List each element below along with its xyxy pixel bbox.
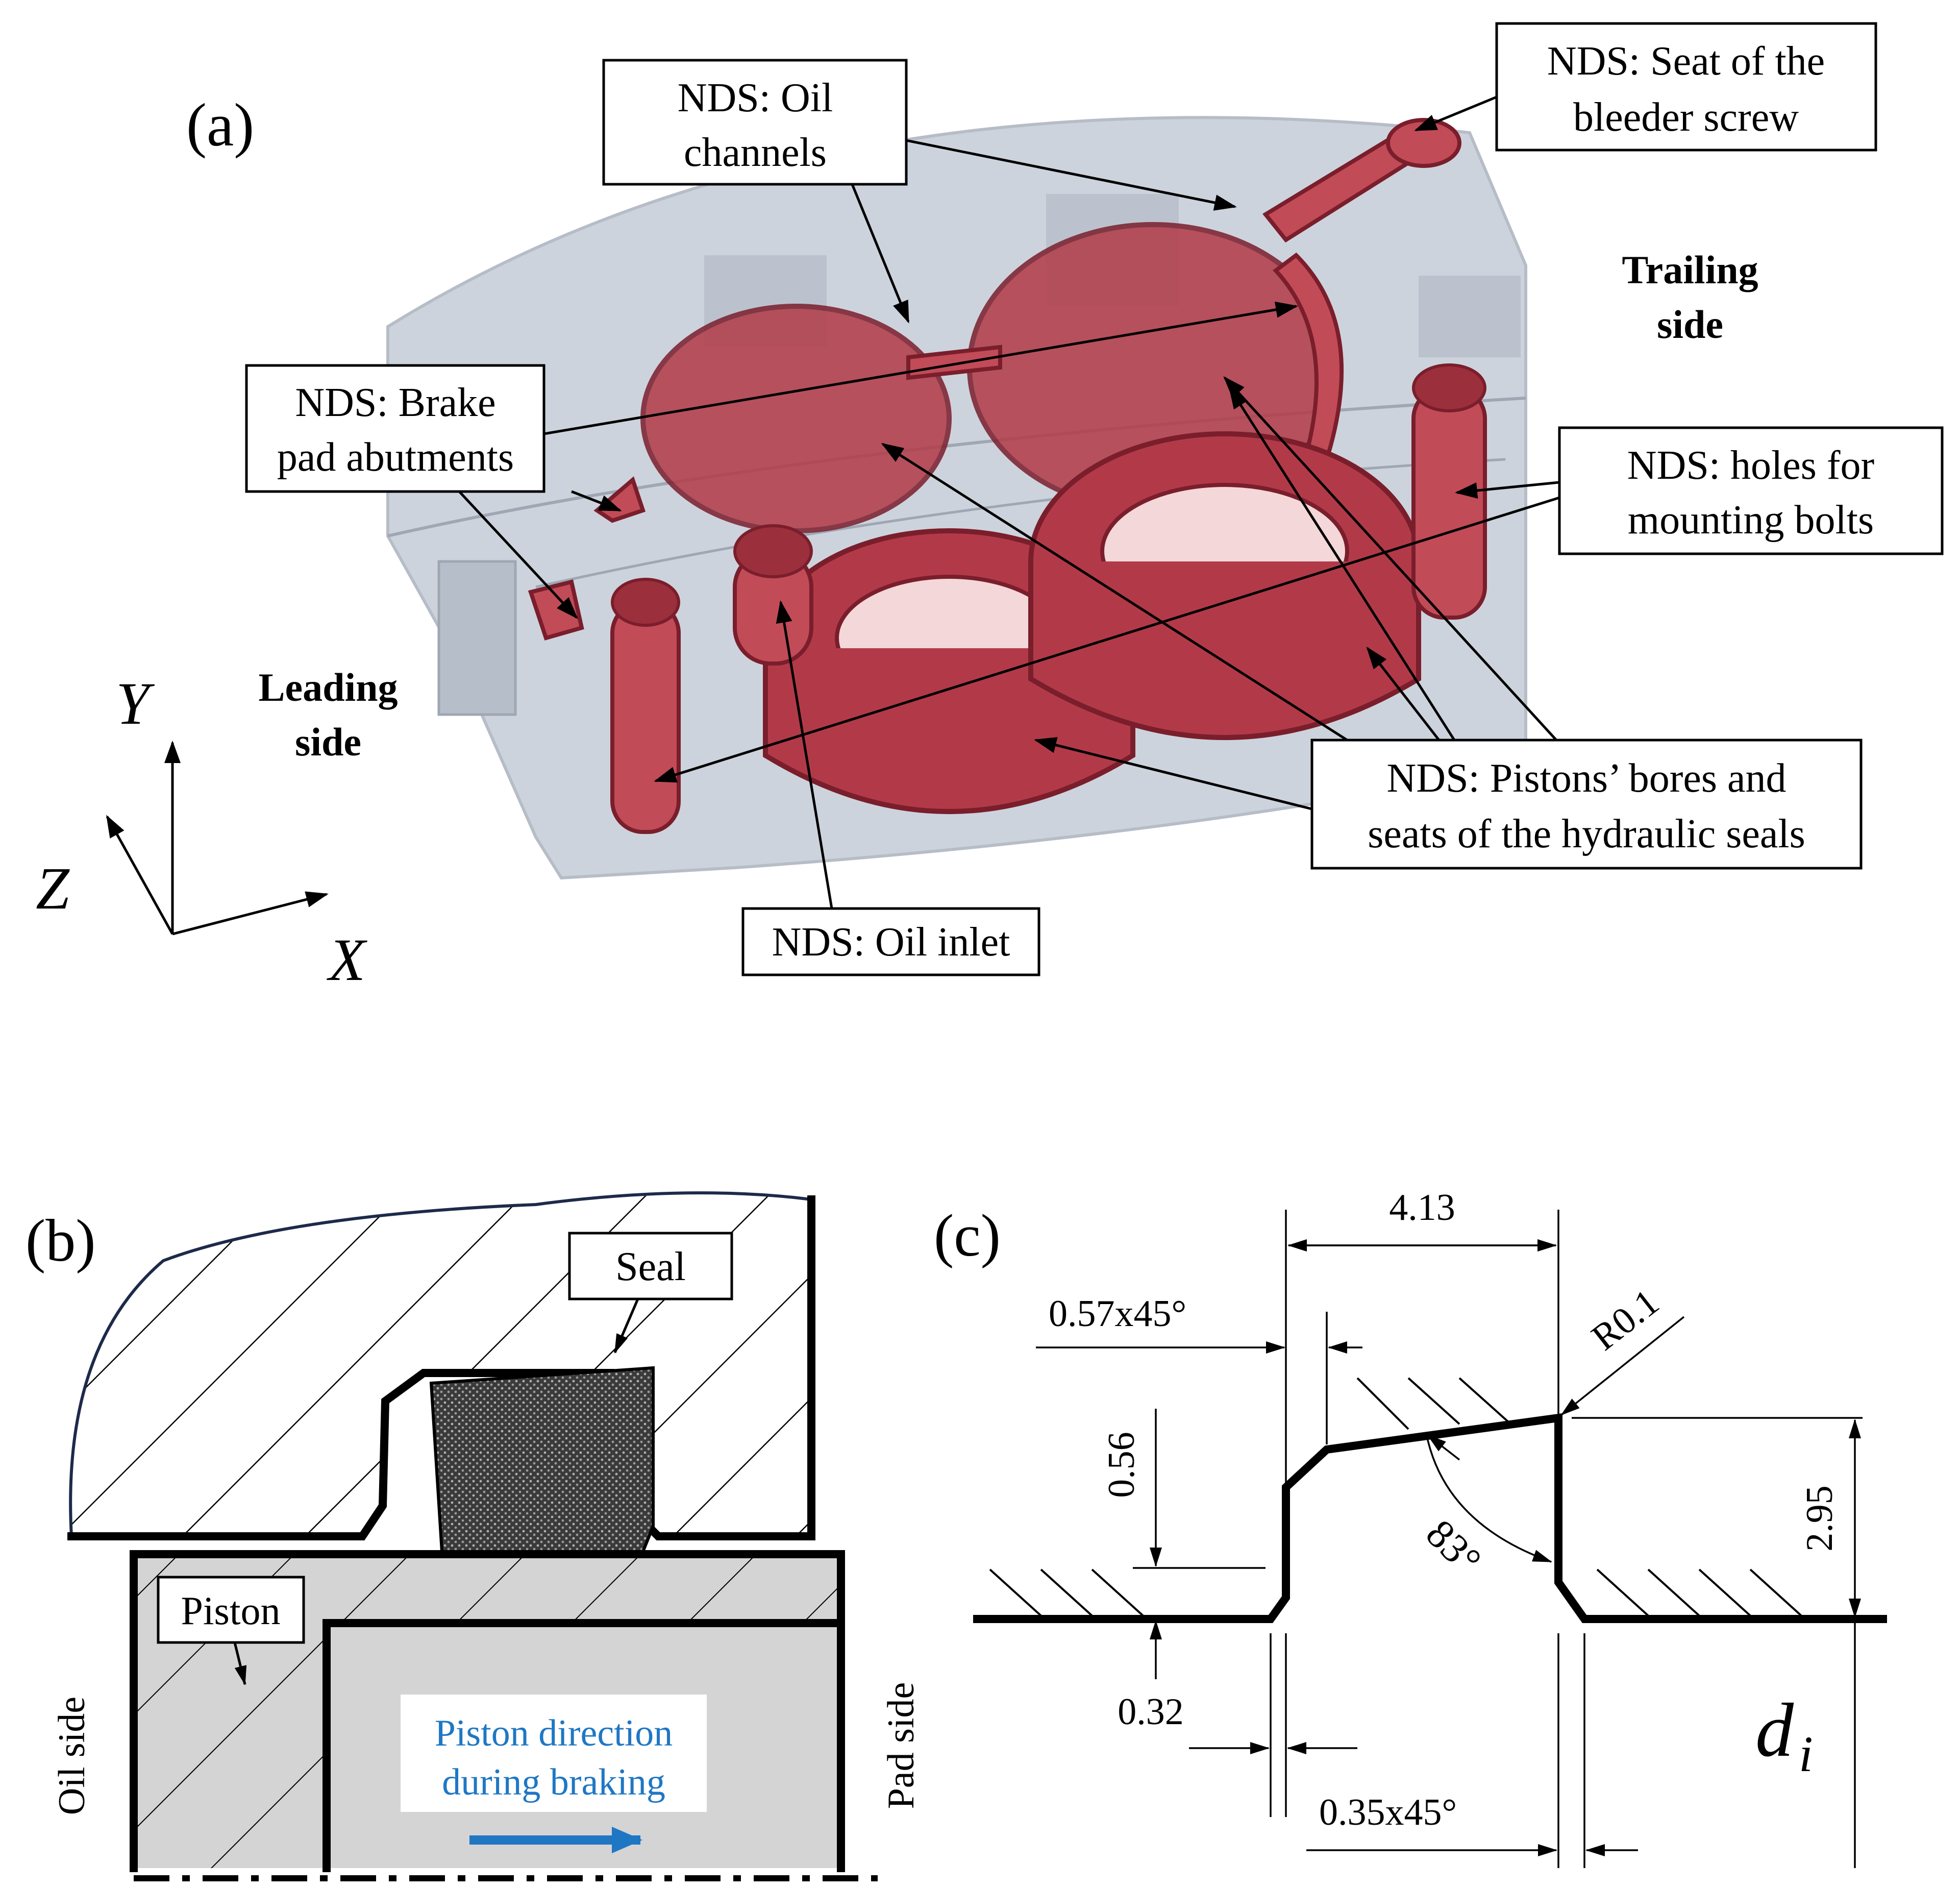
dim-width: 4.13 (1287, 1187, 1557, 1252)
dim-chamfer-top: 0.57x45° (1036, 1293, 1362, 1354)
dim-diameter: d i (1755, 1688, 1813, 1782)
dim-radius-text: R0.1 (1584, 1281, 1667, 1359)
seal (429, 1366, 655, 1553)
dim-radius: R0.1 (1560, 1281, 1685, 1416)
callout-bolts-line1: NDS: holes for (1627, 443, 1874, 488)
nds-features (528, 118, 1487, 834)
seal-label-text: Seal (615, 1244, 686, 1289)
label-leading: Leading side (258, 665, 398, 764)
pad-side-label: Pad side (880, 1682, 922, 1809)
dim-chamfer-top-text: 0.57x45° (1049, 1293, 1186, 1335)
callout-bores-line1: NDS: Pistons’ bores and (1387, 756, 1787, 801)
callout-inlet-text: NDS: Oil inlet (772, 920, 1010, 965)
dim-angle: 83° (1418, 1433, 1552, 1583)
direction-label: Piston direction during braking (401, 1695, 707, 1853)
direction-label-line1: Piston direction (435, 1712, 673, 1754)
dim-diameter-symbol: d (1755, 1688, 1794, 1773)
oil-side-label: Oil side (51, 1697, 93, 1815)
dim-height-left-text: 0.56 (1101, 1432, 1143, 1498)
seal-label: Seal (568, 1232, 733, 1354)
callout-bores-line2: seats of the hydraulic seals (1368, 812, 1805, 856)
dim-depth-text: 2.95 (1799, 1485, 1841, 1552)
label-leading-line1: Leading (258, 665, 398, 709)
callout-bores: NDS: Pistons’ bores and seats of the hyd… (1310, 739, 1863, 870)
label-trailing-line1: Trailing (1622, 248, 1758, 292)
callout-bolts: NDS: holes for mounting bolts (1558, 426, 1944, 555)
label-leading-line2: side (295, 720, 361, 764)
direction-label-line2: during braking (442, 1761, 665, 1803)
groove-profile (973, 1413, 1887, 1623)
axes-triad: Y Z X (36, 670, 367, 993)
label-trailing-line2: side (1657, 302, 1723, 347)
callout-oil-channels: NDS: Oil channels (602, 59, 908, 186)
panel-b: (b) Seal Piston Piston direction during … (26, 1191, 922, 1881)
axis-x-label: X (327, 926, 367, 993)
dim-diameter-subscript: i (1799, 1726, 1813, 1782)
piston-label: Piston (157, 1576, 305, 1685)
axis-z-label: Z (36, 855, 70, 922)
panel-b-label: (b) (26, 1207, 96, 1274)
dim-chamfer-bottom-text: 0.35x45° (1319, 1792, 1457, 1833)
extension-lines (1133, 1210, 1863, 1868)
panel-c-label: (c) (934, 1202, 1001, 1269)
label-trailing: Trailing side (1622, 248, 1758, 347)
dim-offset-text: 0.32 (1118, 1691, 1184, 1733)
panel-c: (c) 4.13 (934, 1187, 1887, 1868)
callout-abutments-line1: NDS: Brake (295, 380, 495, 425)
callout-bolts-line2: mounting bolts (1628, 498, 1874, 543)
callout-oil-channels-line1: NDS: Oil (678, 76, 833, 120)
callout-abutments-line2: pad abutments (277, 435, 514, 480)
dim-offset: 0.32 (1118, 1691, 1357, 1754)
callout-oil-channels-line2: channels (684, 130, 827, 175)
dim-depth: 2.95 (1799, 1419, 1861, 1868)
panel-a-label: (a) (186, 91, 254, 159)
surface-hatching (989, 1377, 1805, 1619)
callout-bleeder-line1: NDS: Seat of the (1547, 39, 1825, 84)
leader-lines (458, 95, 1560, 909)
dim-width-text: 4.13 (1389, 1187, 1455, 1229)
callout-bleeder: NDS: Seat of the bleeder screw (1495, 22, 1877, 152)
axis-y-label: Y (116, 670, 155, 737)
panel-a: (a) NDS: Oil channels NDS: Seat of the b… (36, 22, 1944, 993)
dim-height-left: 0.56 (1101, 1409, 1162, 1679)
callout-abutments: NDS: Brake pad abutments (245, 364, 545, 493)
callout-inlet: NDS: Oil inlet (741, 907, 1040, 976)
piston-label-text: Piston (181, 1588, 280, 1633)
dim-chamfer-bottom: 0.35x45° (1306, 1792, 1638, 1856)
callout-bleeder-line2: bleeder screw (1573, 95, 1799, 140)
